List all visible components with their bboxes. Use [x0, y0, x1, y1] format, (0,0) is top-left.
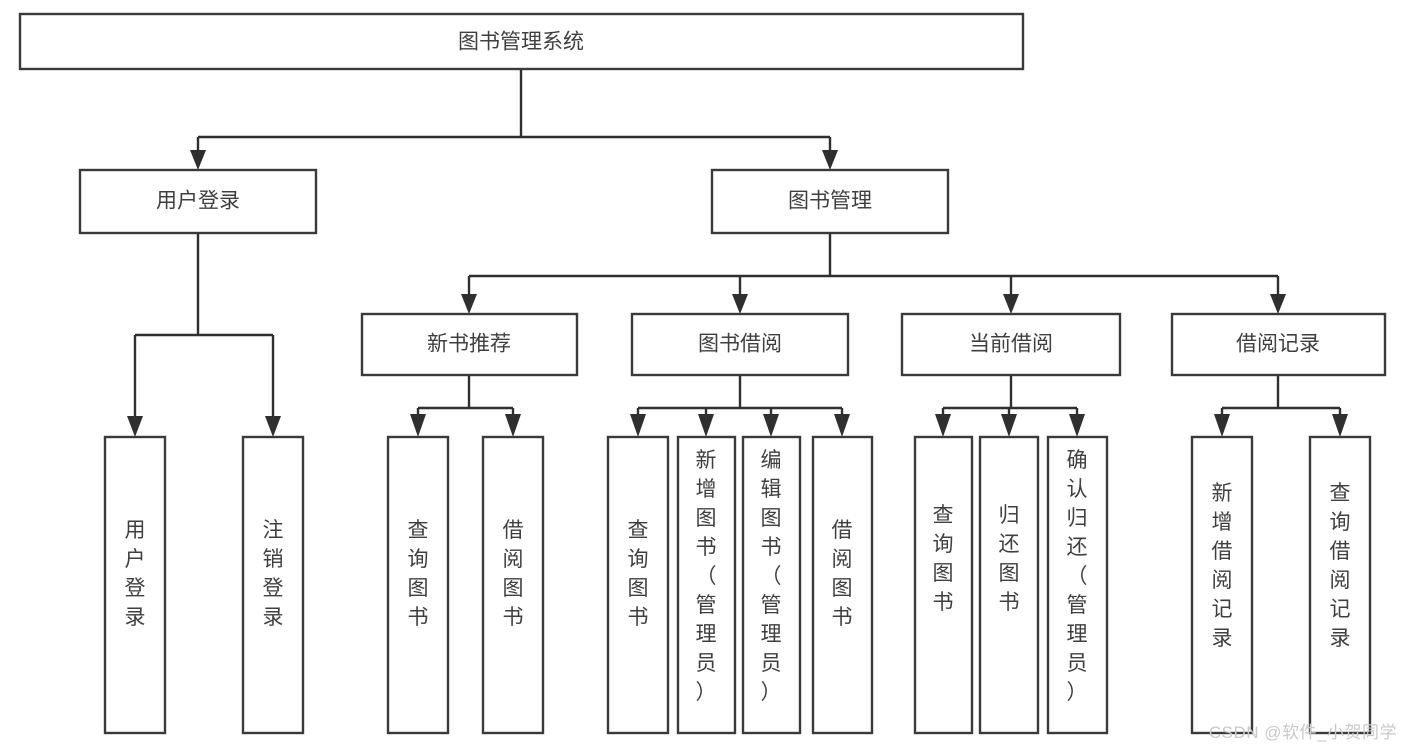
arrow-to-borrow-borrow-book: [834, 414, 850, 437]
node-borrow-records-box[interactable]: [1170, 312, 1387, 377]
node-user-login[interactable]: 用户登录: [78, 168, 318, 235]
node-current-query-book-box[interactable]: [913, 435, 974, 735]
node-user-logout-box[interactable]: [241, 435, 305, 735]
node-user-login-do[interactable]: 用户登录: [103, 435, 167, 735]
node-borrow-borrow-book-label: 借阅图书: [832, 519, 853, 629]
node-record-query-label: 查询借阅记录: [1330, 482, 1351, 650]
node-borrow-edit-book-label: 编辑图书（管理员）: [761, 449, 782, 704]
node-recommend-query-book-box[interactable]: [386, 435, 450, 735]
node-new-book-recommend[interactable]: 新书推荐: [360, 312, 579, 377]
arrow-to-borrow-records: [1270, 294, 1286, 314]
arrow-to-current-query-book: [935, 414, 951, 437]
node-recommend-borrow-book-box[interactable]: [481, 435, 545, 735]
node-current-borrow[interactable]: 当前借阅: [900, 312, 1122, 377]
node-borrow-records[interactable]: 借阅记录: [1170, 312, 1387, 377]
node-user-login-do-box[interactable]: [103, 435, 167, 735]
arrow-to-record-query: [1332, 414, 1348, 437]
node-current-return-book[interactable]: 归还图书: [978, 435, 1040, 735]
node-current-return-book-box[interactable]: [978, 435, 1040, 735]
arrow-to-recommend-query-book: [410, 414, 426, 437]
node-book-management[interactable]: 图书管理: [710, 168, 950, 235]
arrow-to-current-return-book: [1001, 414, 1017, 437]
node-book-borrow-label: 图书借阅: [698, 333, 782, 356]
node-user-logout[interactable]: 注销登录: [241, 435, 305, 735]
node-current-borrow-label: 当前借阅: [969, 333, 1053, 356]
node-user-login-do-label: 用户登录: [125, 519, 146, 629]
node-new-book-recommend-box[interactable]: [360, 312, 579, 377]
node-book-management-label: 图书管理: [788, 190, 872, 213]
node-book-borrow-box[interactable]: [630, 312, 850, 377]
node-current-query-book-label: 查询图书: [933, 504, 954, 614]
node-borrow-borrow-book-box[interactable]: [811, 435, 874, 735]
node-recommend-borrow-book[interactable]: 借阅图书: [481, 435, 545, 735]
node-record-add[interactable]: 新增借阅记录: [1190, 435, 1254, 735]
node-new-book-recommend-label: 新书推荐: [427, 333, 511, 356]
node-recommend-borrow-book-label: 借阅图书: [503, 519, 524, 629]
arrow-to-user-login-do: [127, 416, 143, 437]
arrow-to-current-borrow: [1003, 294, 1019, 314]
arrow-to-record-add: [1214, 414, 1230, 437]
arrow-to-user-logout: [265, 416, 281, 437]
node-borrow-records-label: 借阅记录: [1236, 333, 1320, 356]
arrow-to-user-login: [190, 150, 206, 170]
node-current-confirm-return-box[interactable]: [1046, 435, 1109, 735]
arrow-to-recommend-borrow-book: [505, 414, 521, 437]
node-borrow-add-book-box[interactable]: [676, 435, 737, 735]
node-current-confirm-return-label: 确认归还（管理员）: [1067, 449, 1088, 704]
node-borrow-borrow-book[interactable]: 借阅图书: [811, 435, 874, 735]
node-user-logout-label: 注销登录: [263, 519, 284, 629]
arrow-to-book-borrow: [732, 294, 748, 314]
arrow-to-borrow-query-book: [630, 414, 646, 437]
node-borrow-query-book[interactable]: 查询图书: [606, 435, 670, 735]
node-borrow-query-book-box[interactable]: [606, 435, 670, 735]
node-record-add-label: 新增借阅记录: [1212, 482, 1233, 650]
node-root-label: 图书管理系统: [458, 31, 584, 54]
node-borrow-query-book-label: 查询图书: [628, 519, 649, 629]
node-user-login-label: 用户登录: [156, 190, 240, 213]
node-root-box[interactable]: [18, 12, 1025, 71]
node-recommend-query-book[interactable]: 查询图书: [386, 435, 450, 735]
node-borrow-add-book-label: 新增图书（管理员）: [696, 449, 717, 704]
node-record-add-box[interactable]: [1190, 435, 1254, 735]
node-user-login-box[interactable]: [78, 168, 318, 235]
node-borrow-edit-book-box[interactable]: [741, 435, 802, 735]
arrow-to-book-management: [822, 150, 838, 170]
node-record-query-box[interactable]: [1308, 435, 1372, 735]
arrow-to-borrow-edit-book: [763, 414, 779, 437]
node-record-query[interactable]: 查询借阅记录: [1308, 435, 1372, 735]
node-borrow-add-book[interactable]: 新增图书（管理员）: [676, 435, 737, 735]
node-recommend-query-book-label: 查询图书: [408, 519, 429, 629]
arrow-to-current-confirm-return: [1069, 414, 1085, 437]
node-root[interactable]: 图书管理系统: [18, 12, 1025, 71]
node-current-confirm-return[interactable]: 确认归还（管理员）: [1046, 435, 1109, 735]
node-book-management-box[interactable]: [710, 168, 950, 235]
node-current-return-book-label: 归还图书: [999, 504, 1020, 614]
connector-layer: [127, 69, 1348, 437]
node-borrow-edit-book[interactable]: 编辑图书（管理员）: [741, 435, 802, 735]
node-book-borrow[interactable]: 图书借阅: [630, 312, 850, 377]
arrow-to-new-book-recommend: [461, 294, 477, 314]
node-current-query-book[interactable]: 查询图书: [913, 435, 974, 735]
arrow-to-borrow-add-book: [698, 414, 714, 437]
node-current-borrow-box[interactable]: [900, 312, 1122, 377]
